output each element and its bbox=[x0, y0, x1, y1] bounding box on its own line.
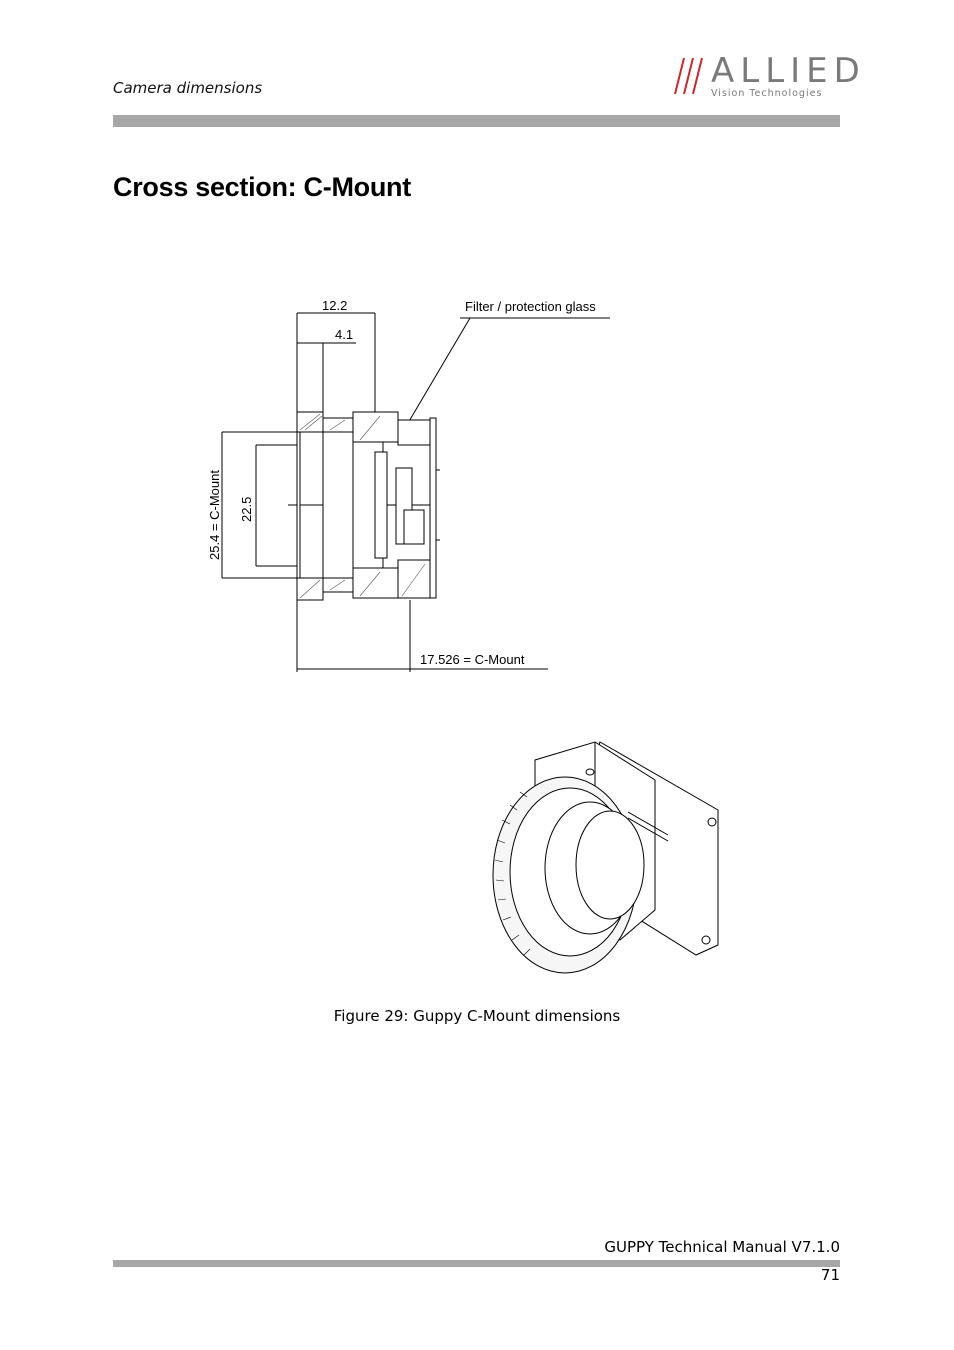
running-header: Camera dimensions bbox=[113, 79, 263, 97]
dim-flange-focal-distance: 17.526 = C-Mount bbox=[420, 652, 525, 667]
dim-thread-diameter: 25.4 = C-Mount bbox=[207, 470, 222, 560]
dim-total-depth: 12.2 bbox=[322, 298, 347, 313]
company-logo: ALLIED Vision Technologies bbox=[665, 51, 860, 102]
cross-section-drawing: 12.2 4.1 Filter / protection glass 25.4 … bbox=[207, 298, 610, 672]
logo-slashes-icon bbox=[674, 57, 703, 95]
camera-isometric-drawing bbox=[492, 741, 719, 974]
footer-rule bbox=[113, 1260, 840, 1267]
dim-inner-diameter: 22.5 bbox=[239, 497, 254, 522]
dim-flange-depth: 4.1 bbox=[335, 327, 353, 342]
page-number: 71 bbox=[820, 1266, 840, 1284]
logo-wordmark: ALLIED bbox=[711, 51, 866, 91]
figure-caption: Figure 29: Guppy C-Mount dimensions bbox=[333, 1007, 621, 1025]
logo-tagline: Vision Technologies bbox=[711, 88, 823, 99]
page-title: Cross section: C-Mount bbox=[113, 172, 411, 202]
filter-label: Filter / protection glass bbox=[465, 299, 596, 314]
header-rule bbox=[113, 115, 840, 127]
footer-manual-title: GUPPY Technical Manual V7.1.0 bbox=[604, 1238, 840, 1256]
